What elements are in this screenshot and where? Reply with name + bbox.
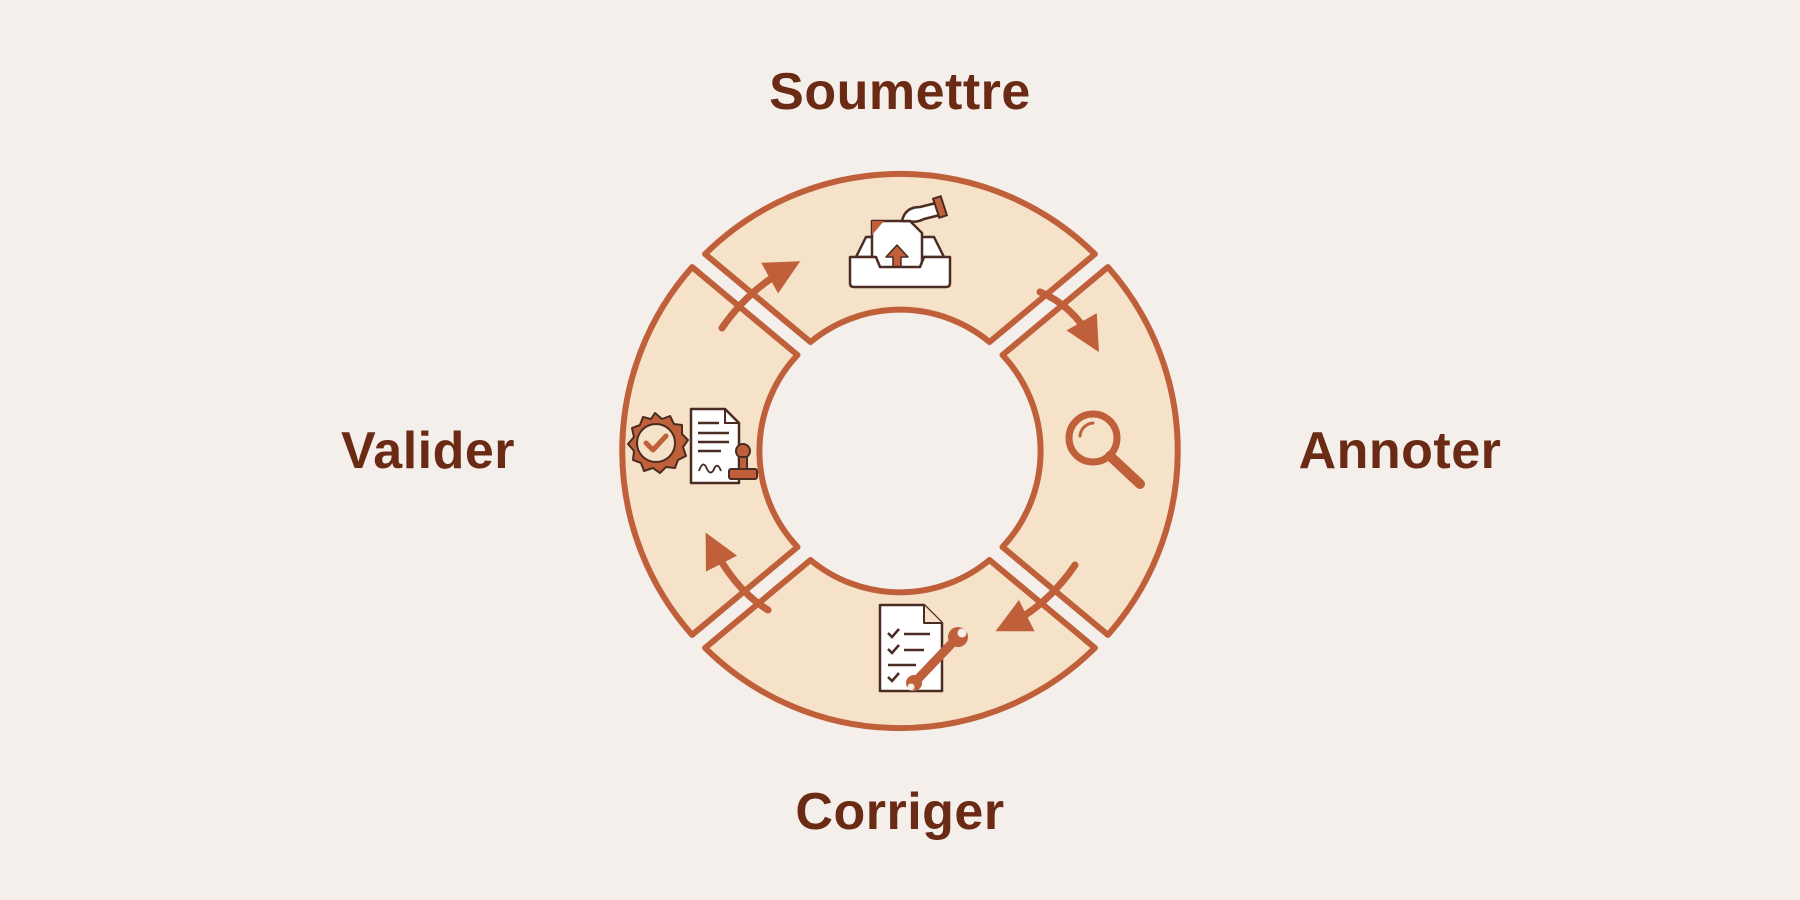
step-label-soumettre: Soumettre (769, 63, 1031, 121)
magnifier-icon (1065, 410, 1145, 489)
step-label-annoter: Annoter (1298, 422, 1502, 480)
flow-arrow-valider-soumettre (718, 261, 801, 332)
flow-arrow-annoter-corriger (995, 561, 1079, 632)
upload-inbox-icon (848, 194, 952, 289)
step-label-valider: Valider (340, 422, 516, 480)
ring-center (766, 317, 1034, 585)
step-label-corriger: Corriger (795, 783, 1005, 841)
certified-document-stamp-icon (627, 407, 758, 485)
document-wrench-icon (878, 603, 968, 693)
flow-arrow-soumettre-annoter (1036, 288, 1099, 353)
flow-arrow-corriger-valider (705, 532, 772, 614)
